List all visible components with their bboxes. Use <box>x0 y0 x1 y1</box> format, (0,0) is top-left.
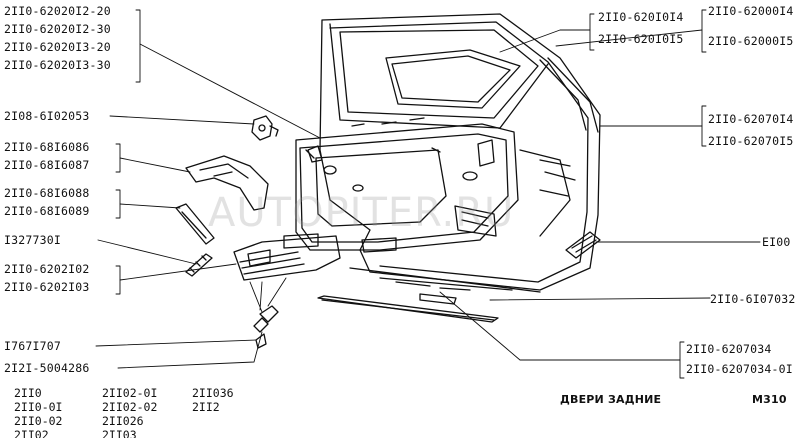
callout-molding: 2II0-6I07032 <box>710 292 796 306</box>
callout-door-top-0: 2II0-62000I4 <box>708 4 794 18</box>
callout-cover-1: 2II0-68I6089 <box>4 204 90 218</box>
clip-part <box>251 115 279 141</box>
watermark: AUTOPITER.RU <box>208 190 515 236</box>
model-list-col3: 2II036 2II2 <box>192 386 234 414</box>
model-item: 2II02 <box>14 428 49 438</box>
model-item: 2II0-0I <box>14 400 63 414</box>
callout-cover-0: 2II0-68I6088 <box>4 186 90 200</box>
callout-plug: 2I2I-5004286 <box>4 361 90 375</box>
lamp-part <box>565 231 601 259</box>
callout-seal-side-1: 2II0-62070I5 <box>708 134 794 148</box>
callout-lamp: EI00 <box>762 235 791 249</box>
model-item: 2II2 <box>192 400 220 414</box>
screw-part <box>185 253 213 277</box>
callout-seal-bottom-1: 2II0-6207034-0I <box>686 362 793 376</box>
model-item: 2II0-02 <box>14 414 63 428</box>
callout-door-top-1: 2II0-62000I5 <box>708 34 794 48</box>
trim-panel-part <box>233 235 341 281</box>
model-item: 2II03 <box>102 428 137 438</box>
callout-seal-side-0: 2II0-62070I4 <box>708 112 794 126</box>
callout-seal-bottom-0: 2II0-6207034 <box>686 342 772 356</box>
model-item: 2II026 <box>102 414 144 428</box>
model-item: 2II02-0I <box>102 386 158 400</box>
diagram-title: ДВЕРИ ЗАДНИЕ <box>560 393 662 406</box>
model-item: 2II0 <box>14 386 42 400</box>
callout-glass-run-3: 2II0-62020I3-30 <box>4 58 111 72</box>
callout-window-frame-1: 2II0-620I0I5 <box>598 32 684 46</box>
leader-lines <box>95 9 761 379</box>
diagram-code: M310 <box>752 393 787 406</box>
model-item: 2II02-02 <box>102 400 158 414</box>
callout-glass-run-0: 2II0-62020I2-20 <box>4 4 111 18</box>
callout-screw: I327730I <box>4 233 61 247</box>
door-frame <box>283 13 601 293</box>
callout-glass-run-2: 2II0-62020I3-20 <box>4 40 111 54</box>
model-item: 2II036 <box>192 386 234 400</box>
model-list-col2: 2II02-0I 2II02-02 2II026 2II03 <box>102 386 157 438</box>
callout-handle-0: 2II0-68I6086 <box>4 140 90 154</box>
callout-window-frame-0: 2II0-620I0I4 <box>598 10 684 24</box>
inner-handle-part <box>185 155 269 211</box>
callout-trim-1: 2II0-6202I03 <box>4 280 90 294</box>
model-list-col1: 2II0 2II0-0I 2II0-02 2II02 <box>14 386 62 438</box>
bolt-part <box>253 305 279 349</box>
callout-glass-run-1: 2II0-62020I2-30 <box>4 22 111 36</box>
callout-bolt: I767I707 <box>4 339 61 353</box>
callout-handle-1: 2II0-68I6087 <box>4 158 90 172</box>
callout-trim-0: 2II0-6202I02 <box>4 262 90 276</box>
callout-clip: 2I08-6I02053 <box>4 109 90 123</box>
cover-part <box>175 203 215 245</box>
